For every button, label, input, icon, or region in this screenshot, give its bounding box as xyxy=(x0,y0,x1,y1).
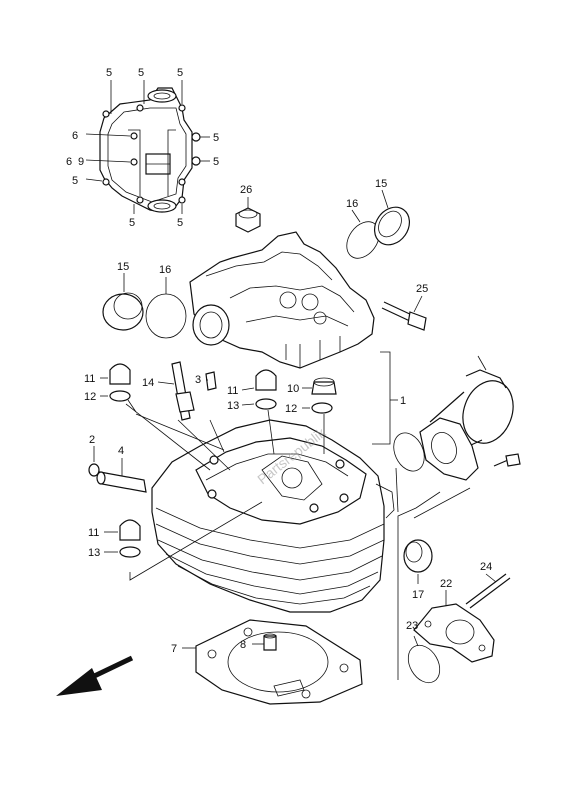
callout-5-bottom-b: 5 xyxy=(177,217,183,229)
front-arrow-icon xyxy=(56,655,134,696)
cap-15-left xyxy=(102,292,144,331)
head-gasket-7 xyxy=(195,619,363,705)
callout-25: 25 xyxy=(416,283,428,295)
callout-5-top-c: 5 xyxy=(177,67,183,79)
callout-9: 9 xyxy=(78,156,84,168)
dowel-8 xyxy=(263,633,277,651)
o-ring-23 xyxy=(407,644,441,684)
callout-22: 22 xyxy=(440,578,452,590)
callout-12-a: 12 xyxy=(84,391,96,403)
callout-16-right: 16 xyxy=(346,198,358,210)
nut-11-b xyxy=(255,369,277,391)
callout-8: 8 xyxy=(240,639,246,651)
washer-12-b xyxy=(311,402,333,414)
cap-15-right xyxy=(373,206,411,246)
callout-26: 26 xyxy=(240,184,252,196)
callout-11-a: 11 xyxy=(84,373,95,385)
callout-14: 14 xyxy=(142,377,154,389)
cap-nut-26 xyxy=(235,207,261,233)
callout-15-right: 15 xyxy=(375,178,387,190)
bolt-25 xyxy=(381,301,427,331)
washer-13-b xyxy=(119,546,141,558)
dowel-3 xyxy=(205,371,217,391)
intake-flange-22 xyxy=(413,603,495,663)
callout-5-top-a: 5 xyxy=(106,67,112,79)
callout-23: 23 xyxy=(406,620,418,632)
callout-11-c: 11 xyxy=(88,527,99,539)
callout-16-left: 16 xyxy=(159,264,171,276)
callout-labels: 5 5 5 6 6 9 5 5 5 5 5 26 15 16 15 16 25 … xyxy=(66,67,492,655)
nut-11-c xyxy=(119,519,141,541)
callout-3: 3 xyxy=(195,374,201,386)
head-cover-gasket-view xyxy=(99,87,201,213)
callout-5-top-b: 5 xyxy=(138,67,144,79)
stud-24 xyxy=(465,573,511,609)
callout-4: 4 xyxy=(118,445,124,457)
callout-5-right-b: 5 xyxy=(213,156,219,168)
callout-2: 2 xyxy=(89,434,95,446)
callout-13-b: 13 xyxy=(88,547,100,559)
intake-adapter xyxy=(419,417,479,481)
callout-6-a: 6 xyxy=(72,130,78,142)
callout-5-right-a: 5 xyxy=(213,132,219,144)
callout-11-b: 11 xyxy=(227,385,238,397)
callout-5-left: 5 xyxy=(72,175,78,187)
spark-plug-14 xyxy=(171,361,195,421)
callout-10: 10 xyxy=(287,383,299,395)
cam-housing xyxy=(189,231,375,369)
nut-11-a xyxy=(109,363,131,385)
o-ring-right xyxy=(393,432,425,472)
cylinder-head xyxy=(151,419,395,613)
leader-lines xyxy=(85,80,497,680)
callout-13-a: 13 xyxy=(227,400,239,412)
nut-10 xyxy=(311,377,337,395)
dowel-2 xyxy=(88,463,100,477)
callout-5-bottom-a: 5 xyxy=(129,217,135,229)
washer-12-a xyxy=(109,390,131,402)
callout-12-b: 12 xyxy=(285,403,297,415)
callout-15-left: 15 xyxy=(117,261,129,273)
callout-7: 7 xyxy=(171,643,177,655)
callout-1: 1 xyxy=(400,395,406,407)
guide-pipe-4 xyxy=(96,471,147,493)
callout-24: 24 xyxy=(480,561,492,573)
washer-13-a xyxy=(255,398,277,410)
small-bolt-right xyxy=(493,453,521,467)
callout-6-b: 6 xyxy=(66,156,72,168)
plug-17 xyxy=(403,539,433,573)
o-ring-16-left xyxy=(145,293,187,339)
o-ring-16-right xyxy=(346,221,380,259)
callout-17: 17 xyxy=(412,589,424,601)
